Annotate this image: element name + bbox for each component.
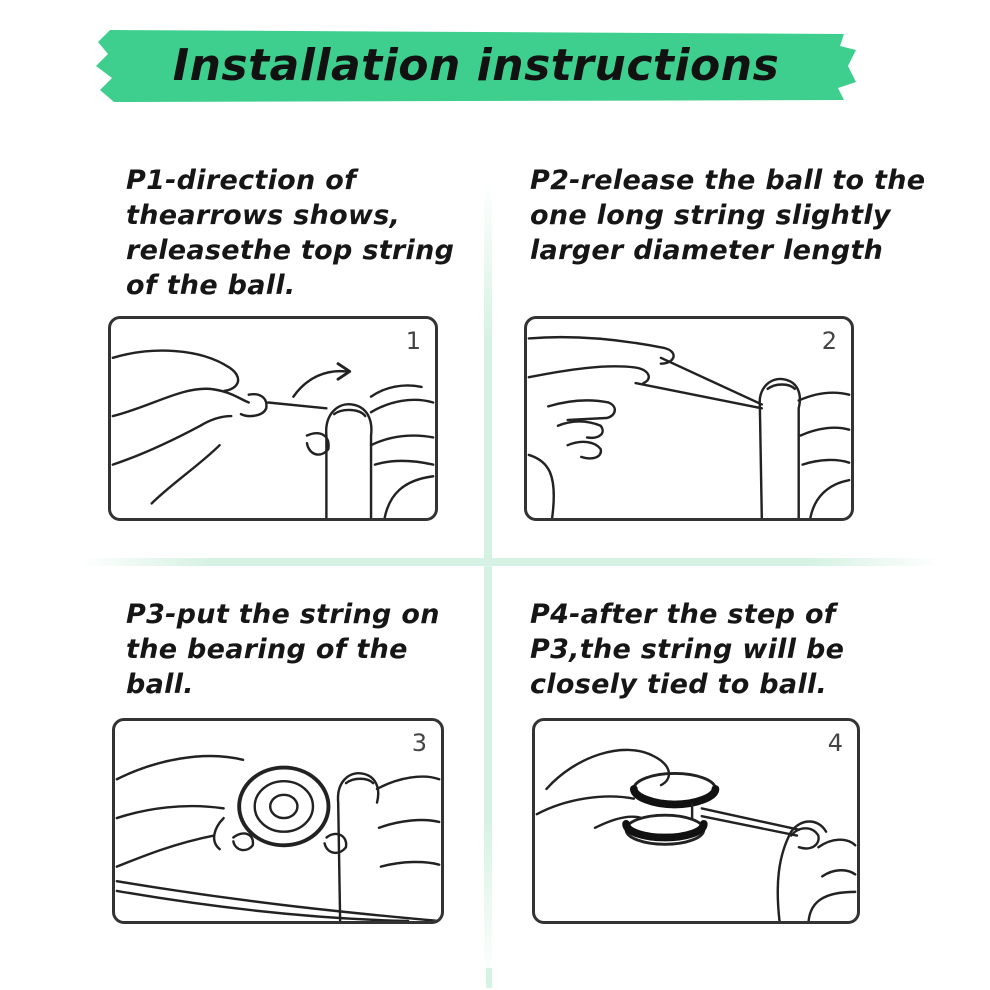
step-1-number: 1	[405, 327, 421, 355]
string-on-bearing-drawing	[115, 754, 441, 921]
bottom-divider-mark	[486, 968, 492, 988]
title-banner: Installation instructions	[96, 26, 856, 104]
step-2-illustration: 2	[524, 316, 854, 521]
page-title: Installation instructions	[172, 40, 780, 91]
step-1-text: P1-direction of thearrows shows, release…	[126, 165, 455, 301]
horizontal-divider	[80, 558, 940, 566]
hands-releasing-string-drawing	[111, 349, 435, 518]
step-1-illustration: 1	[108, 316, 438, 521]
step-4-text: P4-after the step of P3,the string will …	[530, 599, 845, 700]
string-tied-to-ball-drawing	[535, 748, 857, 921]
hands-stretching-string-drawing	[527, 335, 851, 518]
step-2-number: 2	[821, 327, 837, 355]
step-4-number: 4	[827, 729, 843, 757]
step-3-text: P3-put the string on the bearing of the …	[126, 599, 440, 700]
step-3-illustration: 3	[112, 718, 444, 924]
step-4-illustration: 4	[532, 718, 860, 924]
vertical-divider	[484, 180, 492, 980]
step-3-number: 3	[411, 729, 427, 757]
step-2-text: P2-release the ball to the one long stri…	[530, 165, 926, 266]
banner-brush-background	[96, 30, 856, 102]
